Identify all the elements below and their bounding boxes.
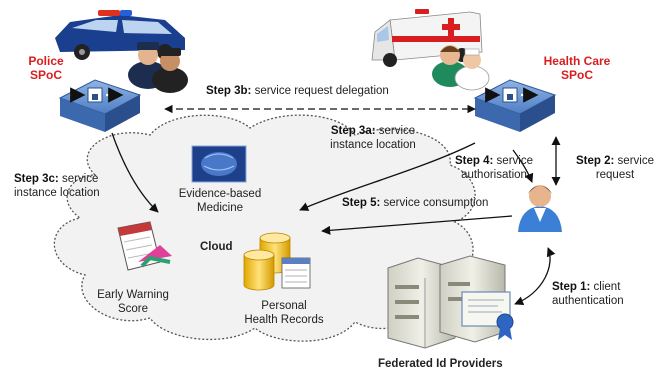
police-spoc-router-icon — [58, 79, 142, 132]
arrow-step-3a — [299, 142, 476, 211]
evidence-based-medicine-label: Evidence-based Medicine — [178, 188, 262, 214]
step-3c-label: Step 3c: service instance location — [14, 173, 100, 199]
arrow-step-1 — [514, 247, 556, 306]
personal-health-records-icon — [243, 232, 311, 291]
step-5-label: Step 5: service consumption — [342, 197, 489, 209]
arrow-step-5 — [321, 215, 513, 235]
cloud-label: Cloud — [200, 241, 233, 253]
arrow-step-3c — [111, 132, 159, 213]
early-warning-score-icon — [117, 221, 172, 271]
step-2-label: Step 2: service request — [576, 155, 654, 181]
arrow-step-4 — [512, 149, 534, 183]
step-1-label: Step 1: client authentication — [552, 281, 624, 307]
step-4-label: Step 4: service authorisation — [455, 155, 533, 181]
police-spoc-label: Police SPoC — [28, 54, 64, 82]
step-3b-label: Step 3b: service request delegation — [206, 85, 389, 97]
federated-id-providers-label: Federated Id Providers — [378, 358, 503, 370]
healthcare-spoc-label: Health Care SPoC — [543, 54, 611, 82]
personal-health-records-label: Personal Health Records — [244, 300, 324, 326]
police-officers-icon — [128, 42, 188, 93]
early-warning-score-label: Early Warning Score — [97, 289, 169, 315]
step-3a-label: Step 3a: service instance location — [330, 125, 416, 151]
client-user-icon — [518, 185, 562, 232]
evidence-based-medicine-icon — [191, 145, 247, 183]
paramedics-icon — [432, 45, 490, 91]
federated-id-providers-icon — [387, 255, 514, 349]
healthcare-spoc-router-icon — [473, 79, 557, 132]
cloud-shape — [53, 114, 476, 342]
